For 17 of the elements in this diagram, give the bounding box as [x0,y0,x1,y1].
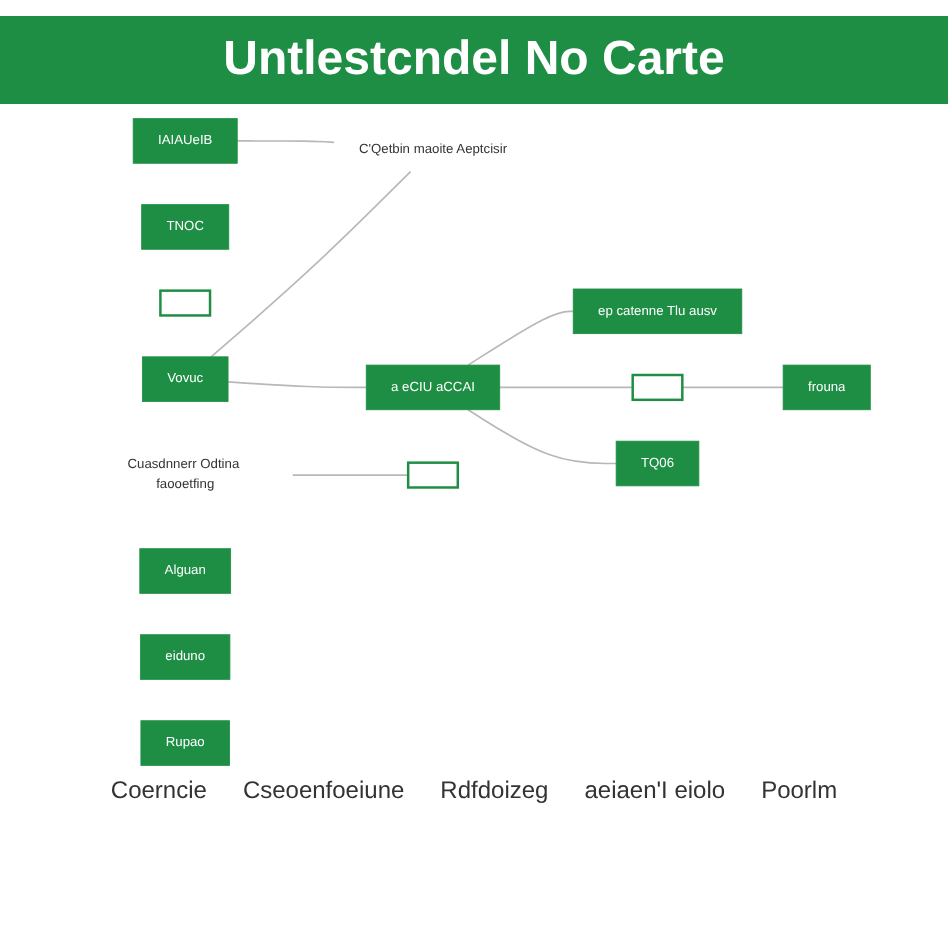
node-box [406,461,460,489]
note-text: aeiaen'I eiolo [584,776,726,804]
connector [210,170,412,358]
node-box [631,373,684,402]
connector [291,474,409,476]
connector [498,386,634,389]
note-text: Coerncie [110,776,207,804]
connector [467,310,575,366]
connector [236,140,335,144]
connector [681,386,784,389]
connector [227,381,368,389]
node-box [159,289,212,317]
connector [467,408,617,465]
note-text: Poorlm [761,776,838,804]
title-banner: Untlestcndel No Carte [0,16,948,104]
note-text: Rdfdoizeg [440,776,549,804]
note-text: Cseoenfoeiune [242,776,405,804]
